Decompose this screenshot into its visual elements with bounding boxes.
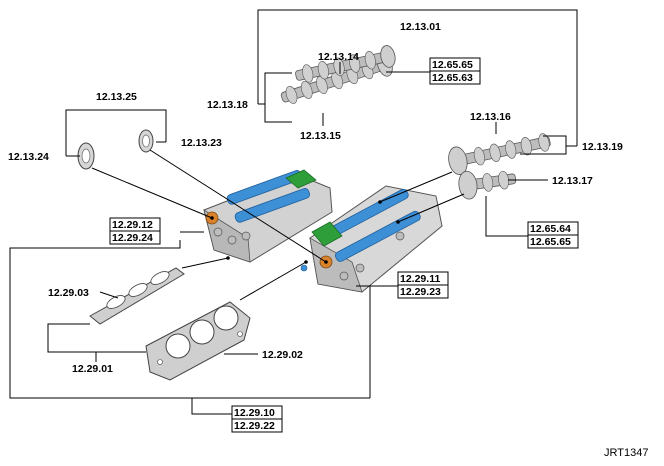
label-12-13-24: 12.13.24 <box>8 151 49 163</box>
label-12-29-11: 12.29.11 <box>400 273 440 285</box>
upper-camshaft-pair <box>280 45 396 104</box>
label-12-65-64: 12.65.64 <box>530 223 571 235</box>
leader-lines <box>9 9 578 415</box>
label-12-13-19: 12.13.19 <box>582 141 623 153</box>
label-12-13-17: 12.13.17 <box>552 175 593 187</box>
label-12-65-65-bottom: 12.65.65 <box>530 236 571 248</box>
label-12-29-24: 12.29.24 <box>112 232 153 244</box>
label-12-13-15: 12.13.15 <box>300 130 341 142</box>
label-12-13-23: 12.13.23 <box>181 137 222 149</box>
label-12-29-03: 12.29.03 <box>48 287 89 299</box>
label-12-29-23: 12.29.23 <box>400 286 441 298</box>
camshaft-seal-right <box>138 129 154 153</box>
label-12-13-16: 12.13.16 <box>470 111 511 123</box>
upper-head-gasket <box>89 267 185 325</box>
camshaft-seal-left <box>77 142 95 170</box>
label-12-29-12: 12.29.12 <box>112 219 153 231</box>
label-boxes <box>109 57 579 433</box>
label-12-65-63: 12.65.63 <box>432 72 473 84</box>
label-12-29-22: 12.29.22 <box>234 420 275 432</box>
figure-reference-code: JRT1347 <box>604 447 648 459</box>
label-12-29-02: 12.29.02 <box>262 349 303 361</box>
right-camshaft-pair <box>448 133 551 200</box>
label-12-13-25: 12.13.25 <box>96 91 137 103</box>
label-12-13-18: 12.13.18 <box>207 99 248 111</box>
label-12-29-01: 12.29.01 <box>72 363 113 375</box>
part-labels: 12.13.01 12.13.14 12.65.65 12.65.63 12.1… <box>8 21 648 459</box>
lower-head-gasket <box>145 301 251 381</box>
right-cylinder-head <box>300 185 443 293</box>
label-12-13-01: 12.13.01 <box>400 21 441 33</box>
label-12-65-65-top: 12.65.65 <box>432 59 473 71</box>
label-12-13-14: 12.13.14 <box>318 51 359 63</box>
label-12-29-10: 12.29.10 <box>234 407 275 419</box>
